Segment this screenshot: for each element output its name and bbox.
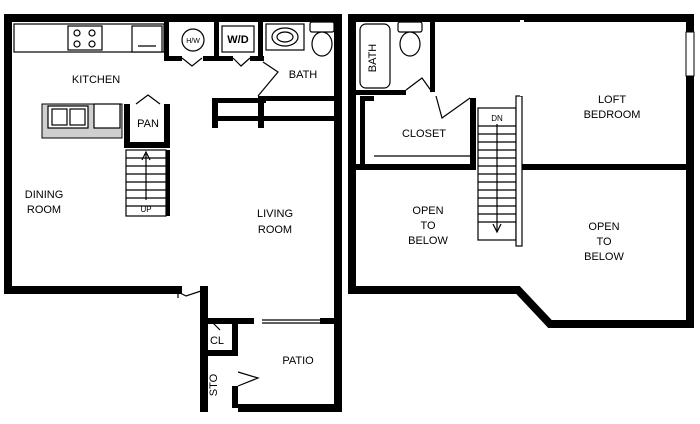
railing-post-left — [212, 98, 218, 128]
utility-wall-2 — [214, 20, 219, 60]
open-left-label-1: OPEN — [412, 205, 443, 217]
closet-label: CL — [210, 335, 224, 347]
second-floor: BATH CLOSET — [348, 14, 695, 328]
first-floor-stair: UP — [125, 149, 170, 217]
living-label-1: LIVING — [257, 208, 293, 220]
bath-sink-icon — [265, 23, 305, 51]
sto-door-swing — [237, 371, 260, 387]
closet-bottom-wall — [356, 164, 476, 170]
first-floor-exterior-wall — [4, 14, 342, 412]
closet-right-wall — [470, 98, 476, 170]
second-floor-exterior-wall — [348, 14, 694, 328]
utility-wall-3 — [258, 20, 263, 60]
loft-window — [685, 31, 695, 77]
upper-bath-door-swing — [405, 77, 433, 93]
patio-wall-end — [320, 318, 338, 324]
cl-bottom-wall — [200, 350, 238, 356]
railing-top — [212, 98, 266, 103]
cl-right-wall — [232, 318, 238, 354]
washer-dryer-label: W/D — [227, 34, 248, 46]
kitchen-label: KITCHEN — [72, 74, 120, 86]
loft-label-1: LOFT — [598, 94, 626, 106]
open-left-label-3: BELOW — [408, 235, 448, 247]
railing-post-right — [258, 98, 264, 128]
bath-bottom-wall — [258, 96, 338, 101]
water-heater-label: H/W — [186, 38, 200, 45]
stair-up-label: UP — [140, 205, 151, 214]
bath-label: BATH — [289, 69, 318, 81]
open-right-label-1: OPEN — [588, 221, 619, 233]
utility-wall-bottom-1 — [164, 56, 182, 61]
utility-wall-bottom-3 — [250, 56, 264, 61]
kitchen-island — [41, 103, 123, 139]
closet-top-wall — [360, 96, 374, 101]
open-right-label-3: BELOW — [584, 251, 624, 263]
closet-left-post — [360, 96, 365, 164]
upper-bath-label: BATH — [367, 44, 379, 73]
wd-door-swing — [232, 57, 251, 67]
wh-door-swing — [181, 57, 203, 67]
utility-wall-bottom-2 — [203, 56, 233, 61]
entry-door-swing — [177, 289, 205, 297]
dining-label-2: ROOM — [27, 204, 61, 216]
utility-wall-1 — [164, 20, 169, 60]
first-floor: H/W W/D — [4, 14, 342, 412]
stair-down-label: DN — [491, 114, 503, 123]
patio-label: PATIO — [282, 355, 314, 367]
loft-left-wall — [520, 20, 524, 96]
refrigerator-icon — [131, 25, 163, 53]
upper-closet-label: CLOSET — [402, 128, 446, 140]
toilet-icon — [309, 21, 335, 57]
bath-door-swing — [257, 61, 279, 97]
water-heater-icon: H/W — [181, 28, 205, 52]
upper-bath-wall-right — [430, 20, 435, 92]
bathtub-icon: BATH — [359, 23, 391, 89]
living-label-2: ROOM — [258, 224, 292, 236]
sto-right-wall — [232, 386, 238, 408]
loft-bottom-wall — [522, 164, 690, 170]
storage-label: STO — [208, 373, 220, 396]
stove-icon — [67, 25, 103, 51]
open-right-label-2: TO — [596, 236, 612, 248]
closet-door-swing — [435, 95, 471, 119]
upper-bath-wall-bottom — [356, 90, 406, 95]
washer-dryer-icon: W/D — [221, 25, 255, 53]
railing-bottom — [212, 116, 336, 121]
cl-top-wall — [200, 318, 254, 324]
dining-label-1: DINING — [25, 189, 64, 201]
loft-label-2: BEDROOM — [584, 109, 641, 121]
cl-door-swing — [211, 321, 221, 331]
pantry: PAN — [124, 94, 170, 148]
open-left-label-2: TO — [420, 220, 436, 232]
upper-toilet-icon — [397, 21, 423, 57]
pantry-label: PAN — [137, 118, 159, 130]
second-floor-stair: DN — [477, 95, 523, 247]
